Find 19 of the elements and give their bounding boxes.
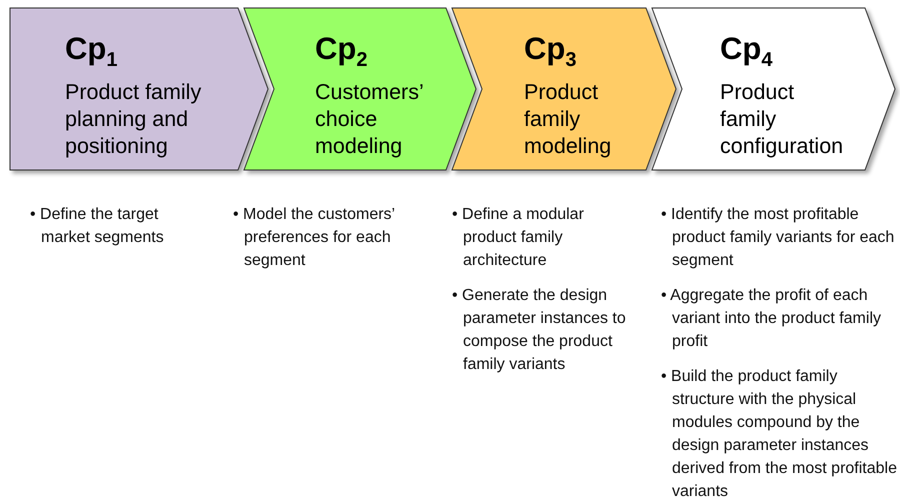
step-number: Cp$_{4}$ <box>720 32 772 74</box>
bullet-text: • Generate the design parameter instances to compose the product family variants <box>452 286 627 375</box>
step-title: Product family configuration <box>720 79 844 160</box>
step-number: Cp$_{2}$ <box>315 32 368 74</box>
step-title: Customers’ choice modeling <box>315 79 424 160</box>
step-number: Cp$_{1}$ <box>65 32 118 74</box>
chevron-step <box>452 8 676 170</box>
bullet-text: • Aggregate the profit of each variant into the product family profit <box>661 286 882 352</box>
bullet-text: • Define the target market segments <box>30 205 165 248</box>
step-title: Product family modeling <box>524 79 612 160</box>
bullet-text: • Build the product family structure with the physical modules compound by the design parameter instances derived from the most profitable variants <box>661 367 898 497</box>
chevron-step <box>10 8 268 170</box>
chevron-step <box>652 8 895 170</box>
bullet-text: • Define a modular product family architecture <box>452 205 585 271</box>
bullet-text: • Identify the most profitable product family variants for each segment <box>661 205 896 271</box>
bullet-text: • Model the customers’ preferences for each segment <box>233 205 396 271</box>
step-title: Product family planning and positioning <box>65 79 202 160</box>
step-number: Cp$_{3}$ <box>524 32 576 74</box>
chevron-step <box>244 8 476 170</box>
